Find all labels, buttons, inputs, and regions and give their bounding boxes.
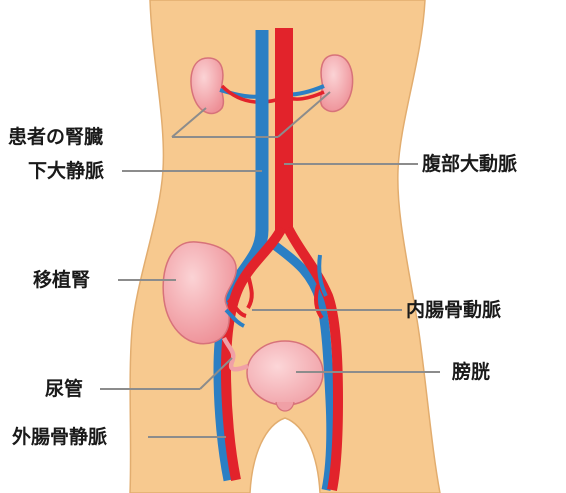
label-ureter: 尿管 <box>45 380 83 399</box>
label-bladder: 膀胱 <box>452 363 490 382</box>
label-external-iliac-vein: 外腸骨静脈 <box>12 428 107 447</box>
label-internal-iliac-artery: 内腸骨動脈 <box>406 301 501 320</box>
label-inferior-vena-cava: 下大静脈 <box>28 162 104 181</box>
label-abdominal-aorta: 腹部大動脈 <box>422 155 517 174</box>
label-transplant-kidney: 移植腎 <box>33 271 90 290</box>
label-patient-kidney: 患者の腎臓 <box>8 128 103 147</box>
